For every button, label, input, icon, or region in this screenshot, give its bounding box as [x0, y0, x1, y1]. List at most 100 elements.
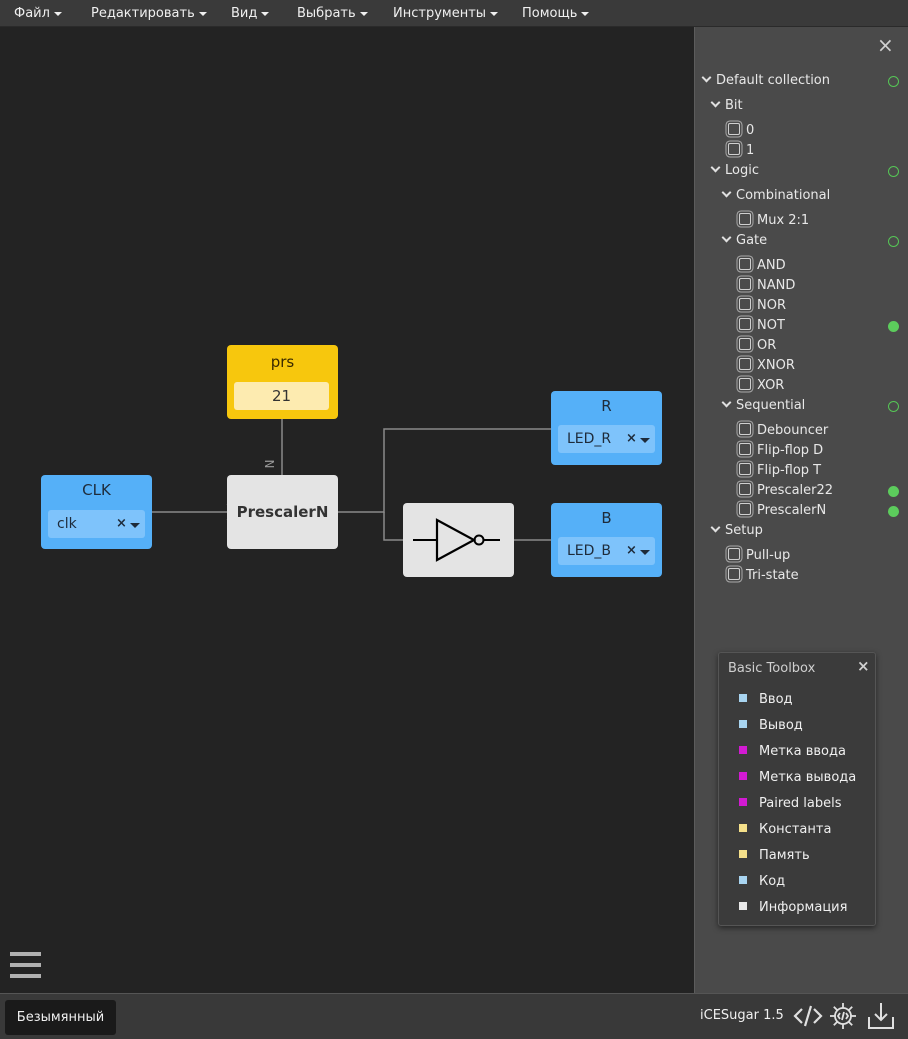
clear-icon[interactable]: ×: [626, 543, 637, 558]
tree-item-nand[interactable]: NAND: [739, 276, 795, 296]
chevron-down-icon: [53, 11, 62, 16]
menu-bar: Файл Редактировать Вид Выбрать Инструмен…: [0, 0, 908, 27]
chevron-down-icon: [490, 11, 499, 16]
chevron-down-icon: [721, 187, 732, 198]
status-dot: [888, 76, 899, 87]
chip-icon: [739, 278, 751, 290]
chip-icon: [739, 503, 751, 515]
toolbox-title: Basic Toolbox: [728, 661, 816, 676]
close-icon[interactable]: ×: [877, 33, 894, 57]
b-pin-select[interactable]: LED_B ×: [558, 537, 655, 565]
close-icon[interactable]: ×: [857, 657, 870, 675]
prescaler-module-block[interactable]: PrescalerN: [227, 475, 338, 549]
chip-icon: [739, 378, 751, 390]
chevron-down-icon: [640, 550, 650, 555]
chevron-down-icon: [359, 11, 368, 16]
tree-item-prescaler22[interactable]: Prescaler22: [739, 481, 833, 501]
clear-icon[interactable]: ×: [116, 516, 127, 531]
settings-icon[interactable]: [828, 1001, 858, 1031]
chip-icon: [739, 258, 751, 270]
tree-item-flipflop-t[interactable]: Flip-flop T: [739, 461, 821, 481]
tree-default-collection[interactable]: Default collection: [701, 71, 830, 91]
toolbox-item-info[interactable]: Информация: [739, 898, 847, 918]
not-gate-icon: [413, 518, 500, 562]
status-dot: [888, 401, 899, 412]
menu-select[interactable]: Выбрать: [297, 0, 368, 27]
square-icon: [739, 902, 747, 910]
code-icon[interactable]: [793, 1001, 823, 1031]
module-label: PrescalerN: [236, 503, 329, 521]
menu-tools[interactable]: Инструменты: [393, 0, 499, 27]
chip-icon: [739, 463, 751, 475]
b-output-block[interactable]: B LED_B ×: [551, 503, 662, 577]
chip-icon: [739, 213, 751, 225]
tree-item-debouncer[interactable]: Debouncer: [739, 421, 828, 441]
menu-view[interactable]: Вид: [231, 0, 270, 27]
toolbox-item-constant[interactable]: Константа: [739, 820, 831, 840]
tree-item-or[interactable]: OR: [739, 336, 776, 356]
menu-help[interactable]: Помощь: [522, 0, 590, 27]
tree-combinational[interactable]: Combinational: [721, 186, 830, 206]
r-output-block[interactable]: R LED_R ×: [551, 391, 662, 465]
constant-block[interactable]: prs 21: [227, 345, 338, 419]
chevron-down-icon: [710, 162, 721, 173]
chip-icon: [739, 423, 751, 435]
toolbox-item-memory[interactable]: Память: [739, 846, 810, 866]
tree-item-mux[interactable]: Mux 2:1: [739, 211, 809, 231]
toolbox-item-output-label[interactable]: Метка вывода: [739, 768, 856, 788]
square-icon: [739, 772, 747, 780]
tree-item-bit-1[interactable]: 1: [728, 141, 754, 161]
basic-toolbox: Basic Toolbox × Ввод Вывод Метка ввода М…: [718, 652, 876, 926]
chip-icon: [728, 548, 740, 560]
tree-item-xor[interactable]: XOR: [739, 376, 784, 396]
menu-file[interactable]: Файл: [14, 0, 62, 27]
download-icon[interactable]: [866, 1001, 896, 1031]
tree-sequential[interactable]: Sequential: [721, 396, 805, 416]
menu-edit[interactable]: Редактировать: [91, 0, 207, 27]
toolbox-item-input[interactable]: Ввод: [739, 690, 793, 710]
chip-icon: [728, 143, 740, 155]
status-dot: [888, 486, 899, 497]
clk-title: CLK: [82, 481, 111, 499]
toolbox-item-input-label[interactable]: Метка ввода: [739, 742, 846, 762]
tree-item-nor[interactable]: NOR: [739, 296, 786, 316]
r-pin-select[interactable]: LED_R ×: [558, 425, 655, 453]
toolbox-item-output[interactable]: Вывод: [739, 716, 803, 736]
status-dot: [888, 321, 899, 332]
tree-item-tristate[interactable]: Tri-state: [728, 566, 799, 586]
tree-item-prescalern[interactable]: PrescalerN: [739, 501, 826, 521]
constant-value-input[interactable]: 21: [234, 382, 329, 410]
wire-gate-in[interactable]: [383, 512, 403, 541]
clk-input-block[interactable]: CLK clk ×: [41, 475, 152, 549]
chevron-down-icon: [721, 232, 732, 243]
tree-logic[interactable]: Logic: [710, 161, 759, 181]
tree-setup[interactable]: Setup: [710, 521, 763, 541]
chip-icon: [728, 568, 740, 580]
project-name-button[interactable]: Безымянный: [5, 1000, 116, 1035]
chevron-down-icon: [710, 97, 721, 108]
tree-item-xnor[interactable]: XNOR: [739, 356, 795, 376]
tree-item-bit-0[interactable]: 0: [728, 121, 754, 141]
tree-item-flipflop-d[interactable]: Flip-flop D: [739, 441, 823, 461]
chip-icon: [739, 338, 751, 350]
tree-gate[interactable]: Gate: [721, 231, 767, 251]
tree-bit[interactable]: Bit: [710, 96, 743, 116]
design-canvas[interactable]: CLK clk × prs 21 N PrescalerN R LED_R ×: [0, 27, 694, 993]
toolbox-item-code[interactable]: Код: [739, 872, 785, 892]
clk-pin-select[interactable]: clk ×: [48, 510, 145, 538]
tree-item-pullup[interactable]: Pull-up: [728, 546, 790, 566]
square-icon: [739, 694, 747, 702]
not-gate-block[interactable]: [403, 503, 514, 577]
clear-icon[interactable]: ×: [626, 431, 637, 446]
r-title: R: [601, 397, 612, 415]
wire-r[interactable]: [338, 428, 551, 513]
chip-icon: [739, 483, 751, 495]
constant-title: prs: [270, 353, 295, 371]
toolbox-item-paired-labels[interactable]: Paired labels: [739, 794, 842, 814]
chip-icon: [728, 123, 740, 135]
chevron-down-icon: [198, 11, 207, 16]
tree-item-not[interactable]: NOT: [739, 316, 785, 336]
tree-item-and[interactable]: AND: [739, 256, 786, 276]
menu-hamburger-icon[interactable]: [10, 952, 42, 980]
board-version[interactable]: iCESugar 1.5: [700, 1008, 784, 1023]
